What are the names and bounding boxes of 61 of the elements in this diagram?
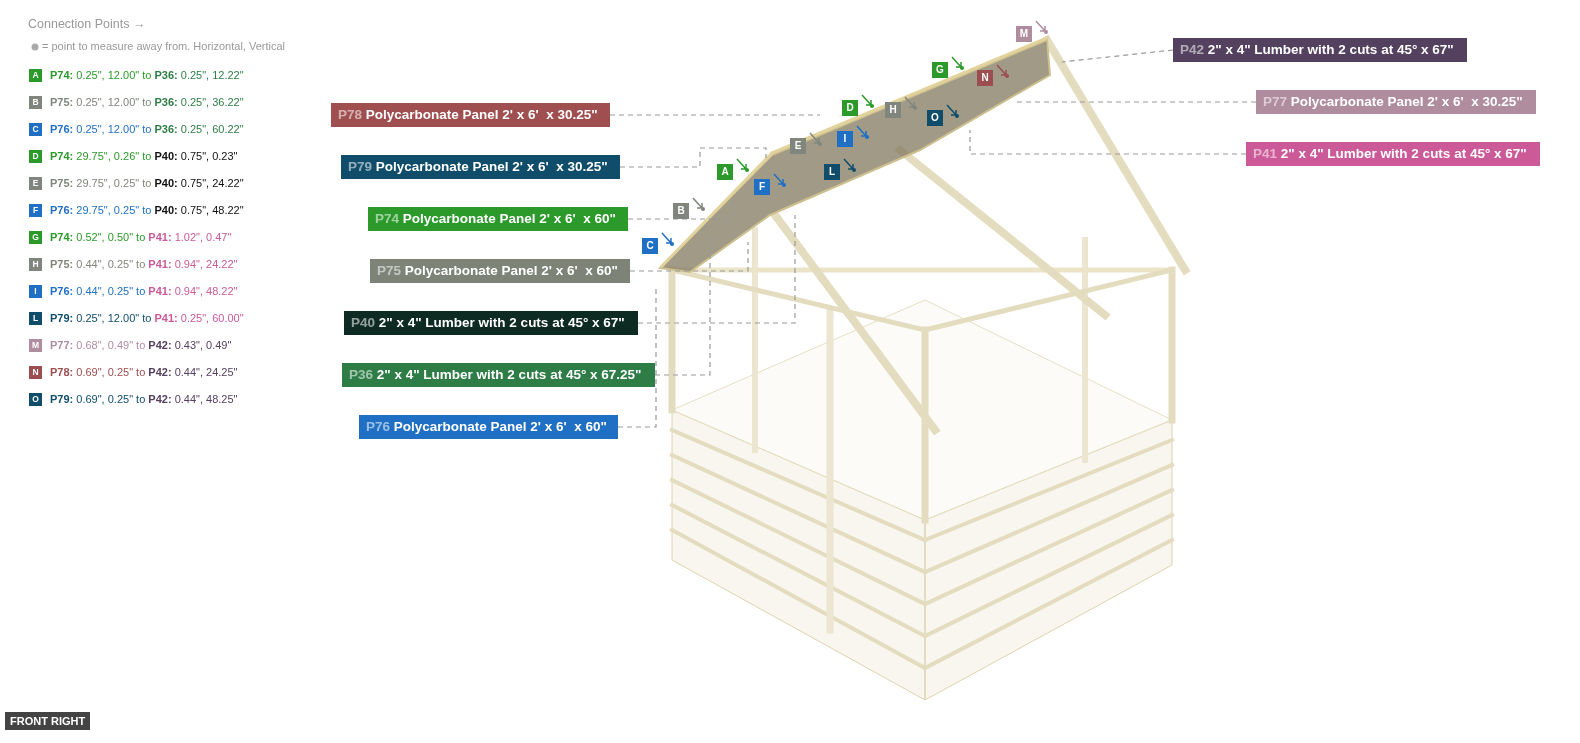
row-letter: E xyxy=(29,177,42,190)
callout-letter: H xyxy=(885,102,901,118)
connection-text: P79: 0.25", 12.00" to P41: 0.25", 60.00" xyxy=(50,312,244,324)
part-label: P41 2" x 4" Lumber with 2 cuts at 45° x 67" xyxy=(1246,142,1540,166)
callout-letter: F xyxy=(754,179,770,195)
callout-letter: O xyxy=(927,110,943,126)
leader-line xyxy=(609,114,821,116)
connection-text: P76: 0.44", 0.25" to P41: 0.94", 48.22" xyxy=(50,285,238,297)
callout-letter: L xyxy=(824,164,840,180)
part-label: P76 Polycarbonate Panel 2' x 6' x 60" xyxy=(359,415,618,439)
view-tag: FRONT RIGHT xyxy=(5,712,91,730)
row-letter: B xyxy=(29,96,42,109)
callout-letter: C xyxy=(642,238,658,254)
part-label: P78 Polycarbonate Panel 2' x 6' x 30.25" xyxy=(331,103,610,127)
leader-line xyxy=(629,241,749,272)
leader-line xyxy=(619,147,767,168)
connection-text: P74: 0.25", 12.00" to P36: 0.25", 12.22" xyxy=(50,69,244,81)
row-letter: D xyxy=(29,150,42,163)
part-label: P36 2" x 4" Lumber with 2 cuts at 45° x 67.25" xyxy=(342,363,655,387)
connection-text: P77: 0.68", 0.49" to P42: 0.43", 0.49" xyxy=(50,339,232,351)
leader-line xyxy=(627,201,734,220)
callout-letter: I xyxy=(837,131,853,147)
row-letter: G xyxy=(29,231,42,244)
leader-line xyxy=(969,129,1247,155)
callout-letter: E xyxy=(790,138,806,154)
connection-text: P78: 0.69", 0.25" to P42: 0.44", 24.25" xyxy=(50,366,238,378)
leader-line xyxy=(1061,49,1174,63)
row-letter: M xyxy=(29,339,42,352)
connection-text: P74: 29.75", 0.26" to P40: 0.75", 0.23" xyxy=(50,150,238,162)
row-letter: H xyxy=(29,258,42,271)
row-letter: I xyxy=(29,285,42,298)
row-letter: O xyxy=(29,393,42,406)
callout-letter: D xyxy=(842,100,858,116)
part-label: P79 Polycarbonate Panel 2' x 6' x 30.25" xyxy=(341,155,620,179)
row-letter: C xyxy=(29,123,42,136)
callout-letter: M xyxy=(1016,26,1032,42)
part-label: P42 2" x 4" Lumber with 2 cuts at 45° x 67" xyxy=(1173,38,1467,62)
connection-text: P76: 29.75", 0.25" to P40: 0.75", 48.22" xyxy=(50,204,244,216)
row-letter: L xyxy=(29,312,42,325)
panel-title: Connection Points → xyxy=(28,17,146,31)
connection-text: P75: 0.25", 12.00" to P36: 0.25", 36.22" xyxy=(50,96,244,108)
row-letter: A xyxy=(29,69,42,82)
row-letter: N xyxy=(29,366,42,379)
callout-letter: B xyxy=(673,203,689,219)
part-label: P75 Polycarbonate Panel 2' x 6' x 60" xyxy=(370,259,630,283)
callout-letter: G xyxy=(932,62,948,78)
leader-line xyxy=(1014,101,1257,103)
part-label: P40 2" x 4" Lumber with 2 cuts at 45° x 67" xyxy=(344,311,638,335)
connection-text: P75: 29.75", 0.25" to P40: 0.75", 24.22" xyxy=(50,177,244,189)
connection-text: P79: 0.69", 0.25" to P42: 0.44", 48.25" xyxy=(50,393,238,405)
callout-letter: A xyxy=(717,164,733,180)
note-text: = point to measure away from. Horizontal, Vertical xyxy=(42,40,286,52)
part-label: P74 Polycarbonate Panel 2' x 6' x 60" xyxy=(368,207,628,231)
leader-line xyxy=(654,235,711,376)
callout-letter: N xyxy=(977,70,993,86)
row-letter: F xyxy=(29,204,42,217)
connection-text: P76: 0.25", 12.00" to P36: 0.25", 60.22" xyxy=(50,123,244,135)
leader-line xyxy=(637,214,796,324)
part-label: P77 Polycarbonate Panel 2' x 6' x 30.25" xyxy=(1256,90,1536,114)
connection-text: P74: 0.52", 0.50" to P41: 1.02", 0.47" xyxy=(50,231,232,243)
connection-text: P75: 0.44", 0.25" to P41: 0.94", 24.22" xyxy=(50,258,238,270)
